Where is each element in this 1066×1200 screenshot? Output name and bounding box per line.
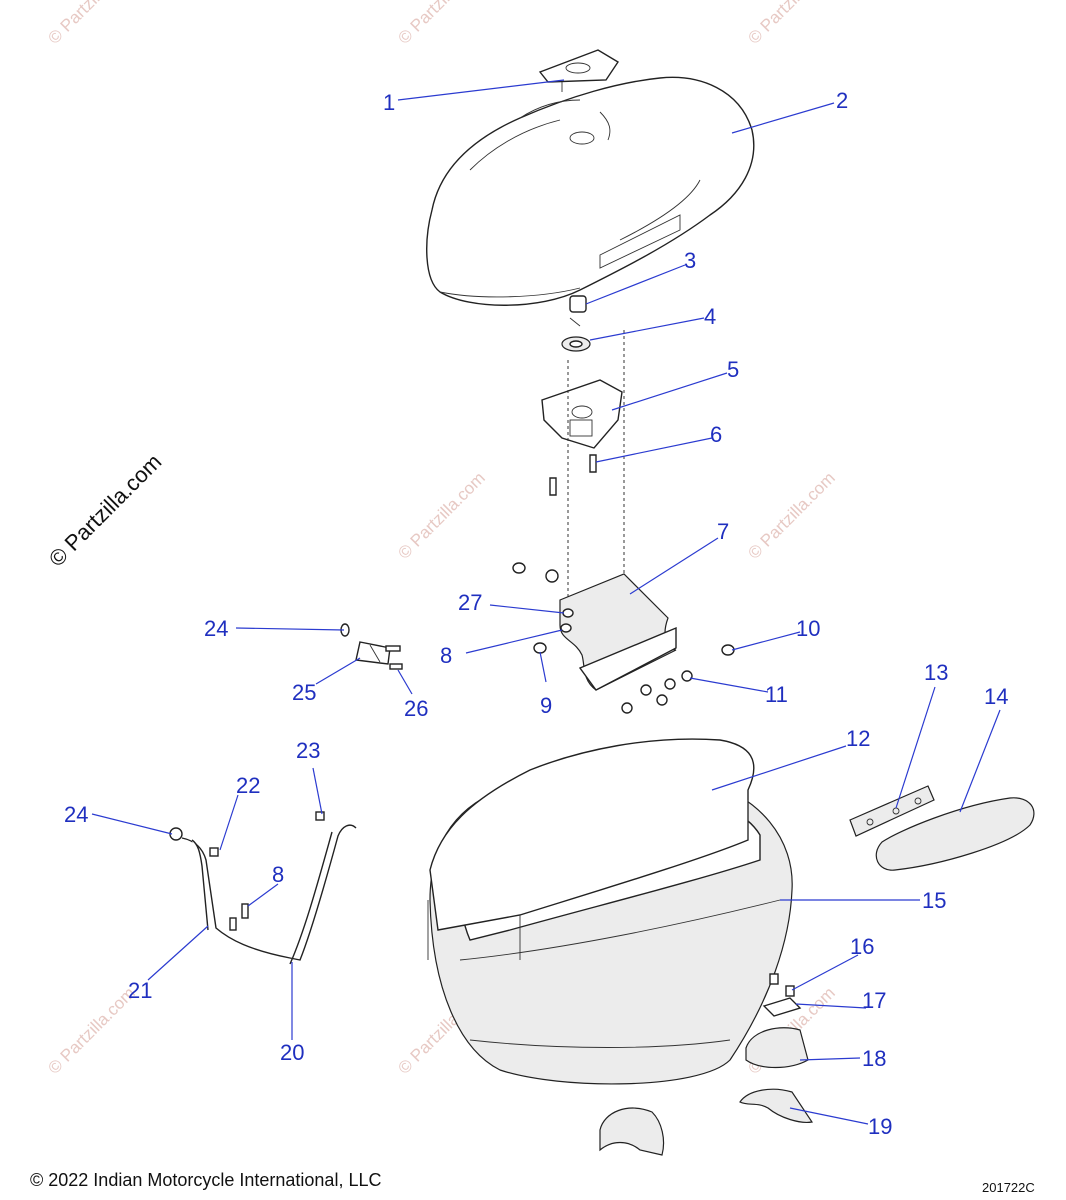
callout-labels: 1 2 3 4 5 6 7 27 8 9 10 11 12 13 14 15 1… (64, 88, 1008, 1139)
callout-20: 20 (280, 1040, 304, 1065)
part-frame (169, 811, 357, 965)
callout-22: 22 (236, 773, 260, 798)
diagram-code: 201722C (982, 1180, 1035, 1195)
part-screws-6 (549, 454, 597, 496)
callout-2: 2 (836, 88, 848, 113)
callout-9: 9 (540, 693, 552, 718)
part-lock-cylinder (569, 295, 587, 313)
callout-15: 15 (922, 888, 946, 913)
callout-17: 17 (862, 988, 886, 1013)
watermark: © Partzilla.com (744, 0, 838, 48)
callout-7: 7 (717, 519, 729, 544)
callout-27: 27 (458, 590, 482, 615)
callout-12: 12 (846, 726, 870, 751)
watermark: © Partzilla.com (744, 468, 838, 562)
callout-13: 13 (924, 660, 948, 685)
callout-8: 8 (272, 862, 284, 887)
part-mounting-plate (559, 573, 677, 691)
part-mount-hardware (599, 973, 814, 1156)
part-lid (426, 76, 755, 306)
watermark: © Partzilla.com (44, 0, 138, 48)
callout-19: 19 (868, 1114, 892, 1139)
callout-3: 3 (684, 248, 696, 273)
callout-11: 11 (765, 682, 788, 707)
part-trim (875, 797, 1035, 871)
leader-lines (91, 79, 1001, 1125)
callout-23: 23 (296, 738, 320, 763)
callout-5: 5 (727, 357, 739, 382)
part-washer (561, 317, 591, 352)
callout-8: 8 (440, 643, 452, 668)
watermark: © Partzilla.com (394, 0, 488, 48)
callout-6: 6 (710, 422, 722, 447)
part-latch-housing (541, 379, 623, 449)
callout-16: 16 (850, 934, 874, 959)
copyright-text: © 2022 Indian Motorcycle International, … (30, 1170, 382, 1190)
part-rail (427, 738, 755, 960)
callout-4: 4 (704, 304, 716, 329)
callout-21: 21 (128, 978, 152, 1003)
callout-1: 1 (383, 90, 395, 115)
callout-14: 14 (984, 684, 1008, 709)
watermark: © Partzilla.com (44, 983, 138, 1077)
part-lid-cap (538, 49, 619, 92)
callout-24: 24 (64, 802, 88, 827)
part-small-bracket (340, 623, 403, 670)
part-hinge-plate (849, 785, 935, 837)
callout-18: 18 (862, 1046, 886, 1071)
watermark: © Partzilla.com (394, 468, 488, 562)
watermark-large: © Partzilla.com (44, 449, 167, 572)
callout-10: 10 (796, 616, 820, 641)
callout-25: 25 (292, 680, 316, 705)
callout-26: 26 (404, 696, 428, 721)
callout-24: 24 (204, 616, 228, 641)
part-bumpers (512, 562, 735, 714)
